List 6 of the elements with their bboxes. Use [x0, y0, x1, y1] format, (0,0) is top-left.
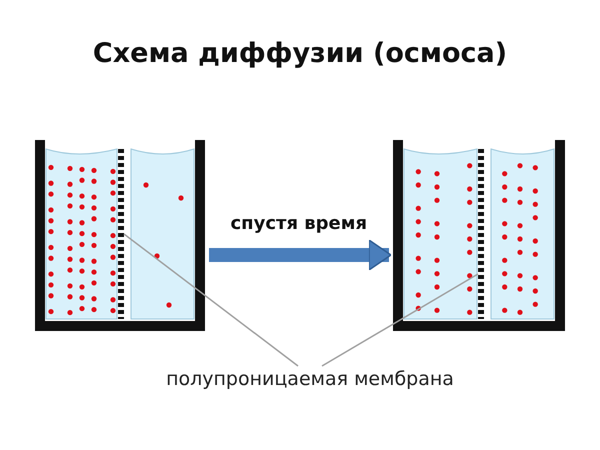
- title: Схема диффузии (осмоса): [92, 38, 508, 69]
- membrane-caption: полупроницаемая мембрана: [110, 368, 510, 398]
- membrane: [478, 149, 484, 319]
- leader-line: [124, 233, 298, 367]
- membrane: [118, 149, 124, 319]
- arrow: [209, 239, 392, 271]
